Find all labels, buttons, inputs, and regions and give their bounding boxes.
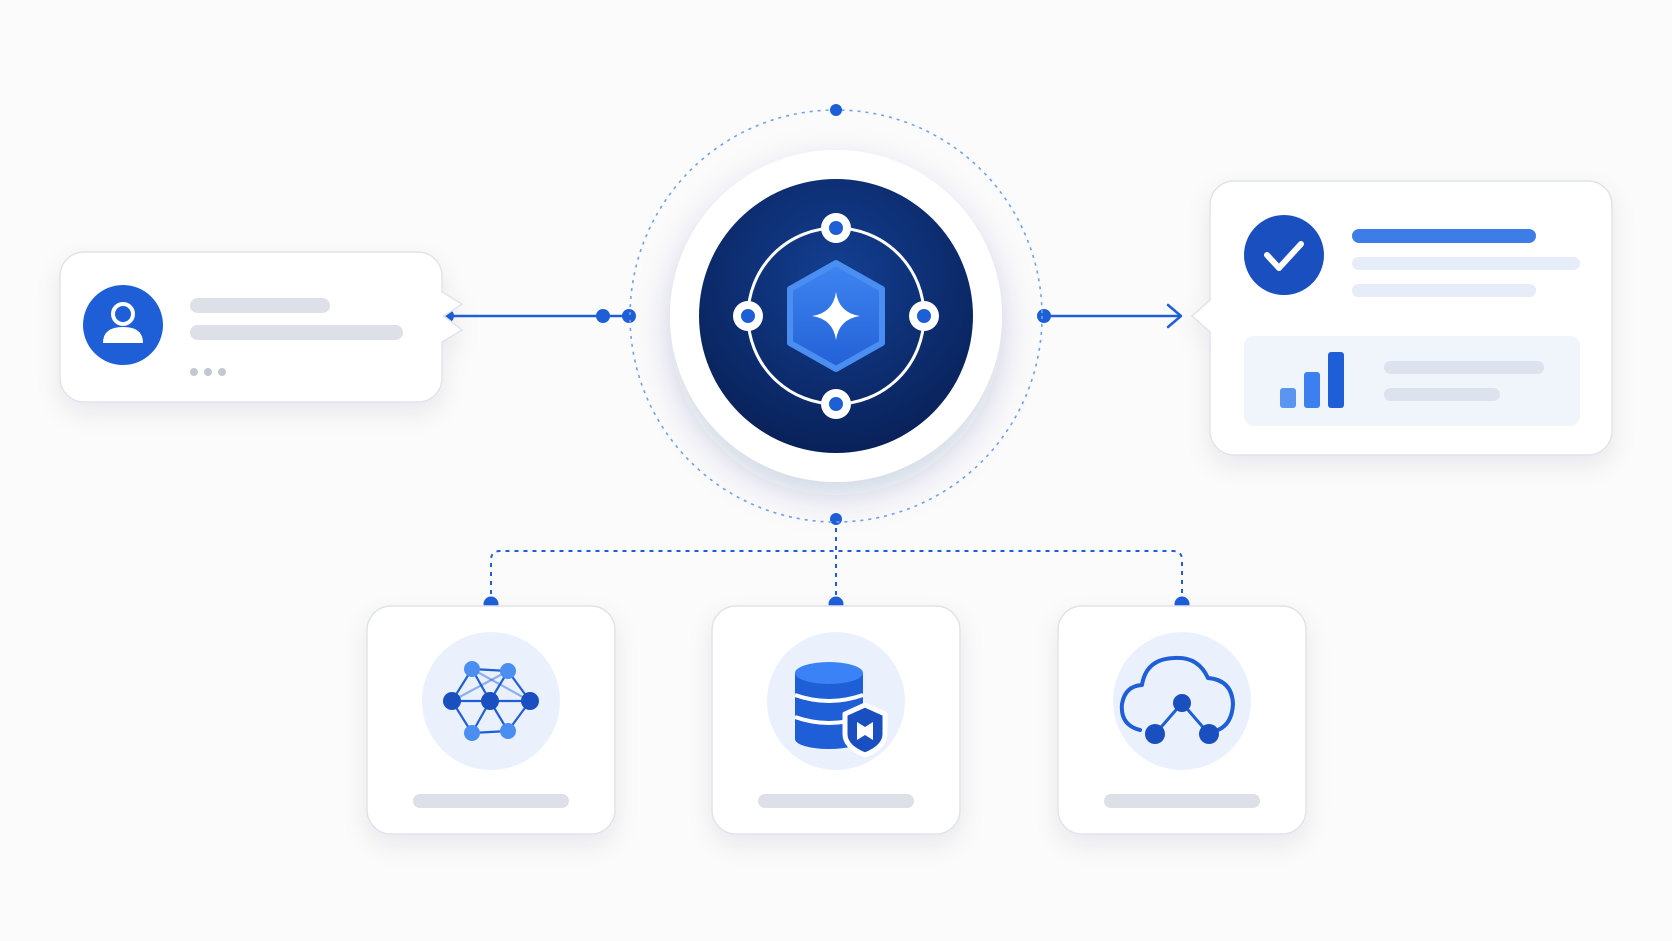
- service-card-cloud: [1057, 605, 1307, 835]
- placeholder-line: [190, 298, 330, 313]
- sparkle-icon: [812, 292, 860, 340]
- result-card: [1190, 180, 1613, 456]
- bar-chart-icon: [1280, 352, 1344, 408]
- connector-dot: [1037, 309, 1051, 323]
- placeholder-line: [758, 794, 914, 808]
- arrow-right-icon: [1166, 303, 1183, 329]
- service-card-database: [711, 605, 961, 835]
- placeholder-line: [1352, 229, 1536, 243]
- connector-dot: [830, 104, 842, 116]
- service-card-network: [366, 605, 616, 835]
- placeholder-line: [1384, 388, 1500, 401]
- placeholder-line: [1384, 361, 1544, 374]
- connector-dot: [830, 513, 842, 525]
- orbit-node-icon: [733, 213, 939, 419]
- more-dots-icon: [190, 368, 226, 376]
- connector-dot: [622, 309, 636, 323]
- user-card: [59, 251, 464, 403]
- placeholder-line: [1352, 284, 1536, 297]
- cloud-network-icon: [1119, 655, 1235, 744]
- chart-panel: [1244, 336, 1580, 426]
- secure-database-icon: [794, 662, 888, 758]
- placeholder-line: [1104, 794, 1260, 808]
- placeholder-line: [190, 325, 403, 340]
- check-badge: [1244, 215, 1324, 295]
- central-hub: [629, 104, 1043, 523]
- placeholder-line: [413, 794, 569, 808]
- connector-dot: [596, 309, 610, 323]
- connector-branch: [490, 550, 1183, 603]
- placeholder-line: [1352, 257, 1580, 270]
- user-icon: [103, 302, 143, 343]
- network-graph-icon: [443, 661, 539, 741]
- check-icon: [1264, 241, 1304, 271]
